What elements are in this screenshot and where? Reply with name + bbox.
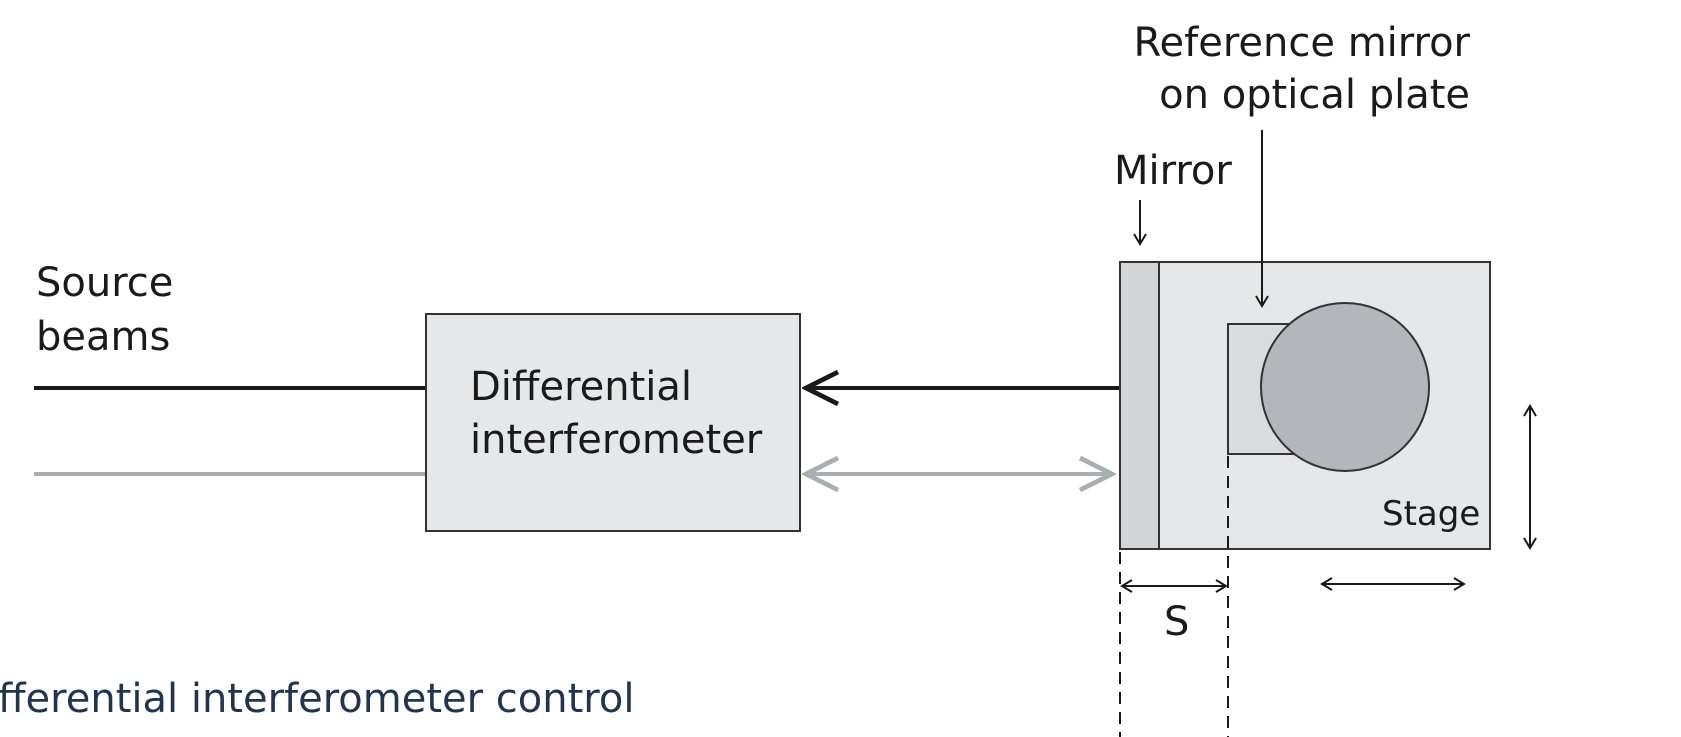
reference-mirror-circle (1260, 302, 1430, 472)
distance-label: S (1164, 599, 1189, 645)
reference-mirror-label-line2: on optical plate (1159, 72, 1470, 118)
mirror-strip (1119, 261, 1160, 550)
interferometer-label-line2: interferometer (470, 417, 763, 463)
mirror-label: Mirror (1114, 148, 1232, 194)
figure-caption: fferential interferometer control (0, 676, 634, 722)
stage-label: Stage (1382, 494, 1480, 534)
source-beams-label-line2: beams (36, 314, 170, 360)
reference-mirror-label-line1: Reference mirror (1134, 20, 1471, 66)
differential-interferometer-box (425, 313, 801, 532)
interferometer-label-line1: Differential (470, 364, 692, 410)
source-beams-label-line1: Source (36, 260, 173, 306)
